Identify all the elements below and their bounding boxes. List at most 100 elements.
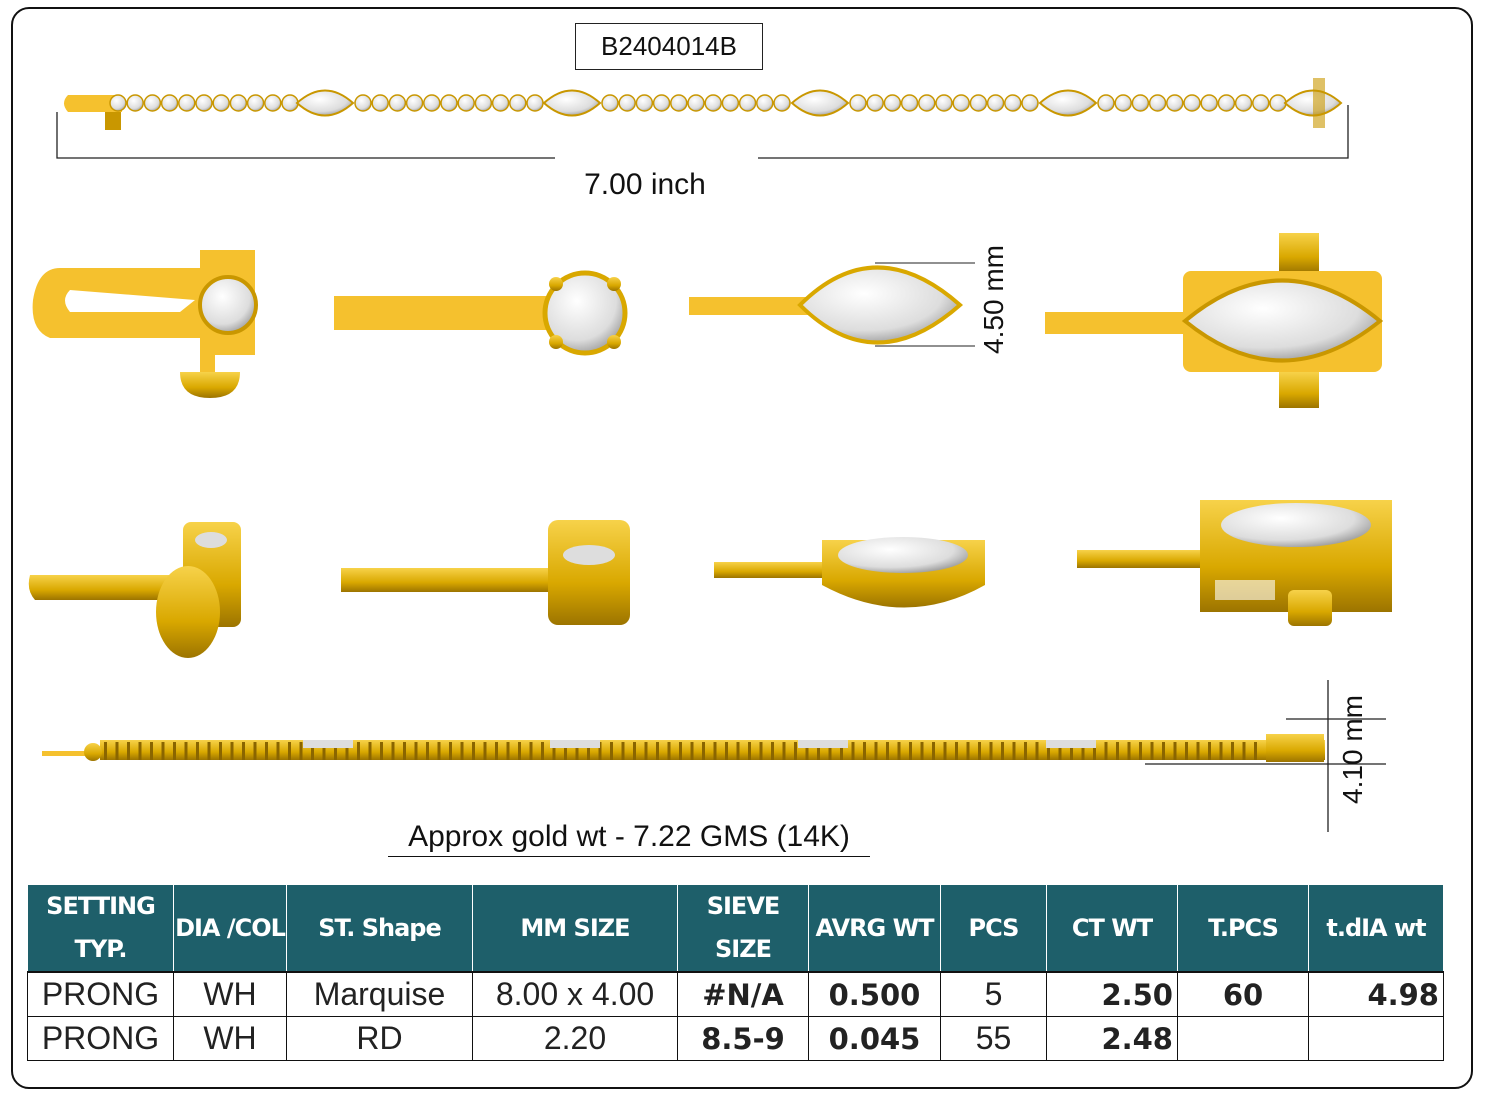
prong-side — [391, 742, 395, 760]
round-stone — [986, 94, 1005, 112]
round-stone — [900, 94, 919, 112]
round-stone — [1183, 94, 1201, 112]
round-stone — [756, 94, 774, 112]
round-stone — [1252, 94, 1270, 112]
round-stone — [246, 94, 265, 112]
round-setting-top-view — [334, 270, 628, 356]
prong-side — [644, 742, 648, 760]
clasp-knob-side — [84, 743, 102, 761]
prong-side — [575, 742, 579, 760]
table-cell: WH — [173, 1016, 287, 1061]
prong-side — [184, 742, 188, 760]
round-stone — [491, 94, 510, 112]
round-stone — [354, 94, 372, 112]
table-cell: RD — [286, 1016, 473, 1061]
prong-side — [1150, 742, 1154, 760]
round-stone — [126, 94, 144, 112]
column-header: ST. Shape — [286, 884, 473, 973]
prong-side — [667, 742, 671, 760]
clasp-top-view — [32, 250, 258, 398]
prong-side — [943, 742, 947, 760]
marquise-stone-side — [798, 740, 848, 748]
prong-side — [127, 742, 130, 760]
prong-side — [909, 742, 912, 760]
prong-side — [380, 742, 383, 760]
prong-side — [690, 742, 694, 760]
prong-side — [334, 742, 337, 760]
prong-side — [1093, 742, 1096, 760]
round-stone — [1148, 94, 1167, 112]
prong-side — [1231, 742, 1234, 760]
marquise-stone — [1038, 89, 1098, 117]
column-header: AVRG WT — [808, 884, 941, 973]
round-stone — [935, 94, 953, 112]
prong-side — [368, 742, 372, 760]
column-header: T.PCS — [1177, 884, 1309, 973]
round-stone — [883, 94, 902, 112]
column-header: SETTING TYP. — [27, 884, 174, 973]
marquise-stone-side — [1046, 740, 1096, 748]
prong-side — [265, 742, 268, 760]
prong-side — [1081, 742, 1085, 760]
round-stone — [670, 94, 688, 112]
prong-side — [1127, 742, 1131, 760]
prong-side — [748, 742, 751, 760]
prong-side — [863, 742, 866, 760]
table-cell: WH — [173, 971, 287, 1017]
prong-side — [725, 742, 728, 760]
table-cell: Marquise — [286, 971, 473, 1017]
round-stone — [178, 94, 196, 112]
round-stone — [721, 94, 740, 112]
prong-side — [828, 742, 832, 760]
table-cell: #N/A — [677, 971, 809, 1017]
round-stone — [229, 94, 248, 112]
prong-side — [138, 742, 142, 760]
prong-side — [1196, 742, 1200, 760]
prong-side — [483, 742, 487, 760]
prong-side — [1185, 742, 1188, 760]
chain-side-body — [100, 740, 1325, 760]
marquise-stone-side — [303, 740, 353, 748]
sheet-border — [11, 7, 1473, 1089]
prong-side — [782, 742, 786, 760]
clasp-tongue-side — [42, 751, 102, 756]
prong-side — [230, 742, 234, 760]
prong-side — [978, 742, 981, 760]
prong-side — [564, 742, 567, 760]
prong-side — [1116, 742, 1119, 760]
table-cell: 55 — [940, 1016, 1047, 1061]
prong-side — [598, 742, 602, 760]
prong-side — [1001, 742, 1004, 760]
prong-side — [529, 742, 533, 760]
prong-side — [771, 742, 774, 760]
prong-side — [403, 742, 406, 760]
prong-side — [656, 742, 659, 760]
prong-side — [173, 742, 176, 760]
round-stone — [773, 94, 791, 112]
prong-side — [610, 742, 613, 760]
prong-side — [552, 742, 556, 760]
bracelet-top-view — [64, 78, 1343, 130]
prong-side — [253, 742, 257, 760]
round-stone — [952, 94, 970, 112]
round-stone — [1131, 94, 1150, 112]
round-stone — [738, 94, 757, 112]
prong-side — [955, 742, 958, 760]
round-stone — [526, 94, 544, 112]
round-stone — [918, 94, 936, 112]
prong-side — [966, 742, 970, 760]
clasp-side-view — [28, 522, 241, 658]
column-header: MM SIZE — [472, 884, 678, 973]
round-stone — [1097, 94, 1115, 112]
box-clasp-side — [1266, 734, 1324, 762]
prong-side — [207, 742, 211, 760]
prong-side — [1208, 742, 1211, 760]
round-stone — [509, 94, 527, 112]
round-stone — [969, 94, 988, 112]
prong-side — [414, 742, 418, 760]
prong-side — [426, 742, 429, 760]
